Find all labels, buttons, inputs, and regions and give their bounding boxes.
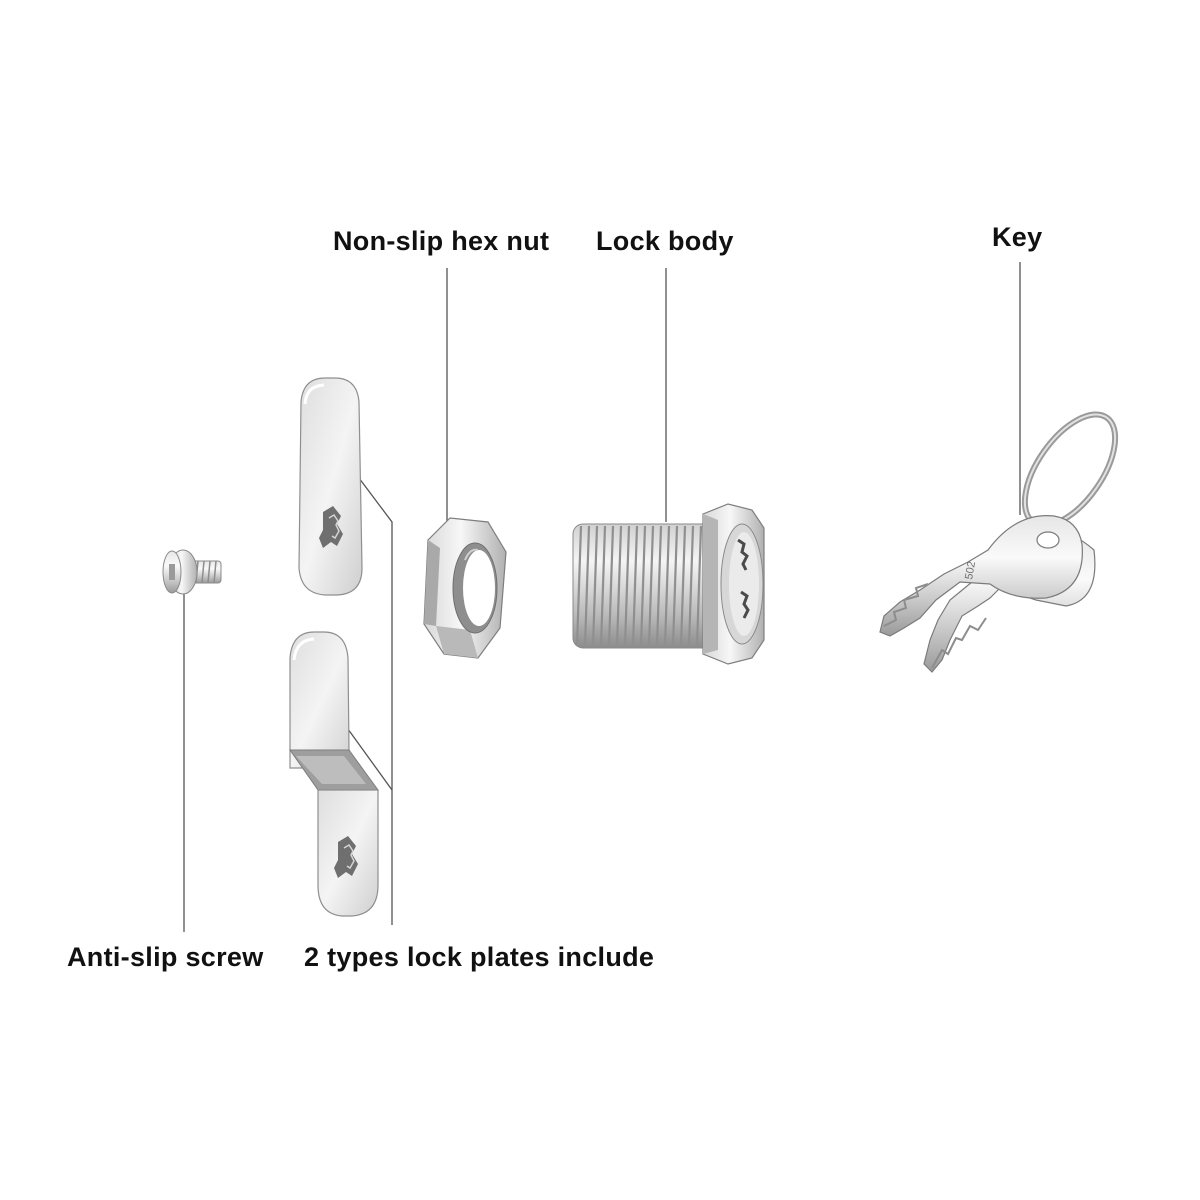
label-key: Key — [992, 222, 1042, 253]
hex-nut-illustration — [424, 518, 506, 658]
label-anti-slip-screw: Anti-slip screw — [67, 942, 264, 973]
offset-lock-plate-illustration — [290, 632, 378, 916]
screw-illustration — [163, 550, 221, 594]
lock-body-illustration — [573, 504, 764, 664]
label-hex-nut: Non-slip hex nut — [333, 226, 549, 257]
label-lock-plates: 2 types lock plates include — [304, 942, 654, 973]
label-lock-body: Lock body — [596, 226, 734, 257]
key-illustration: 502 — [880, 399, 1133, 672]
straight-lock-plate-illustration — [299, 378, 362, 595]
